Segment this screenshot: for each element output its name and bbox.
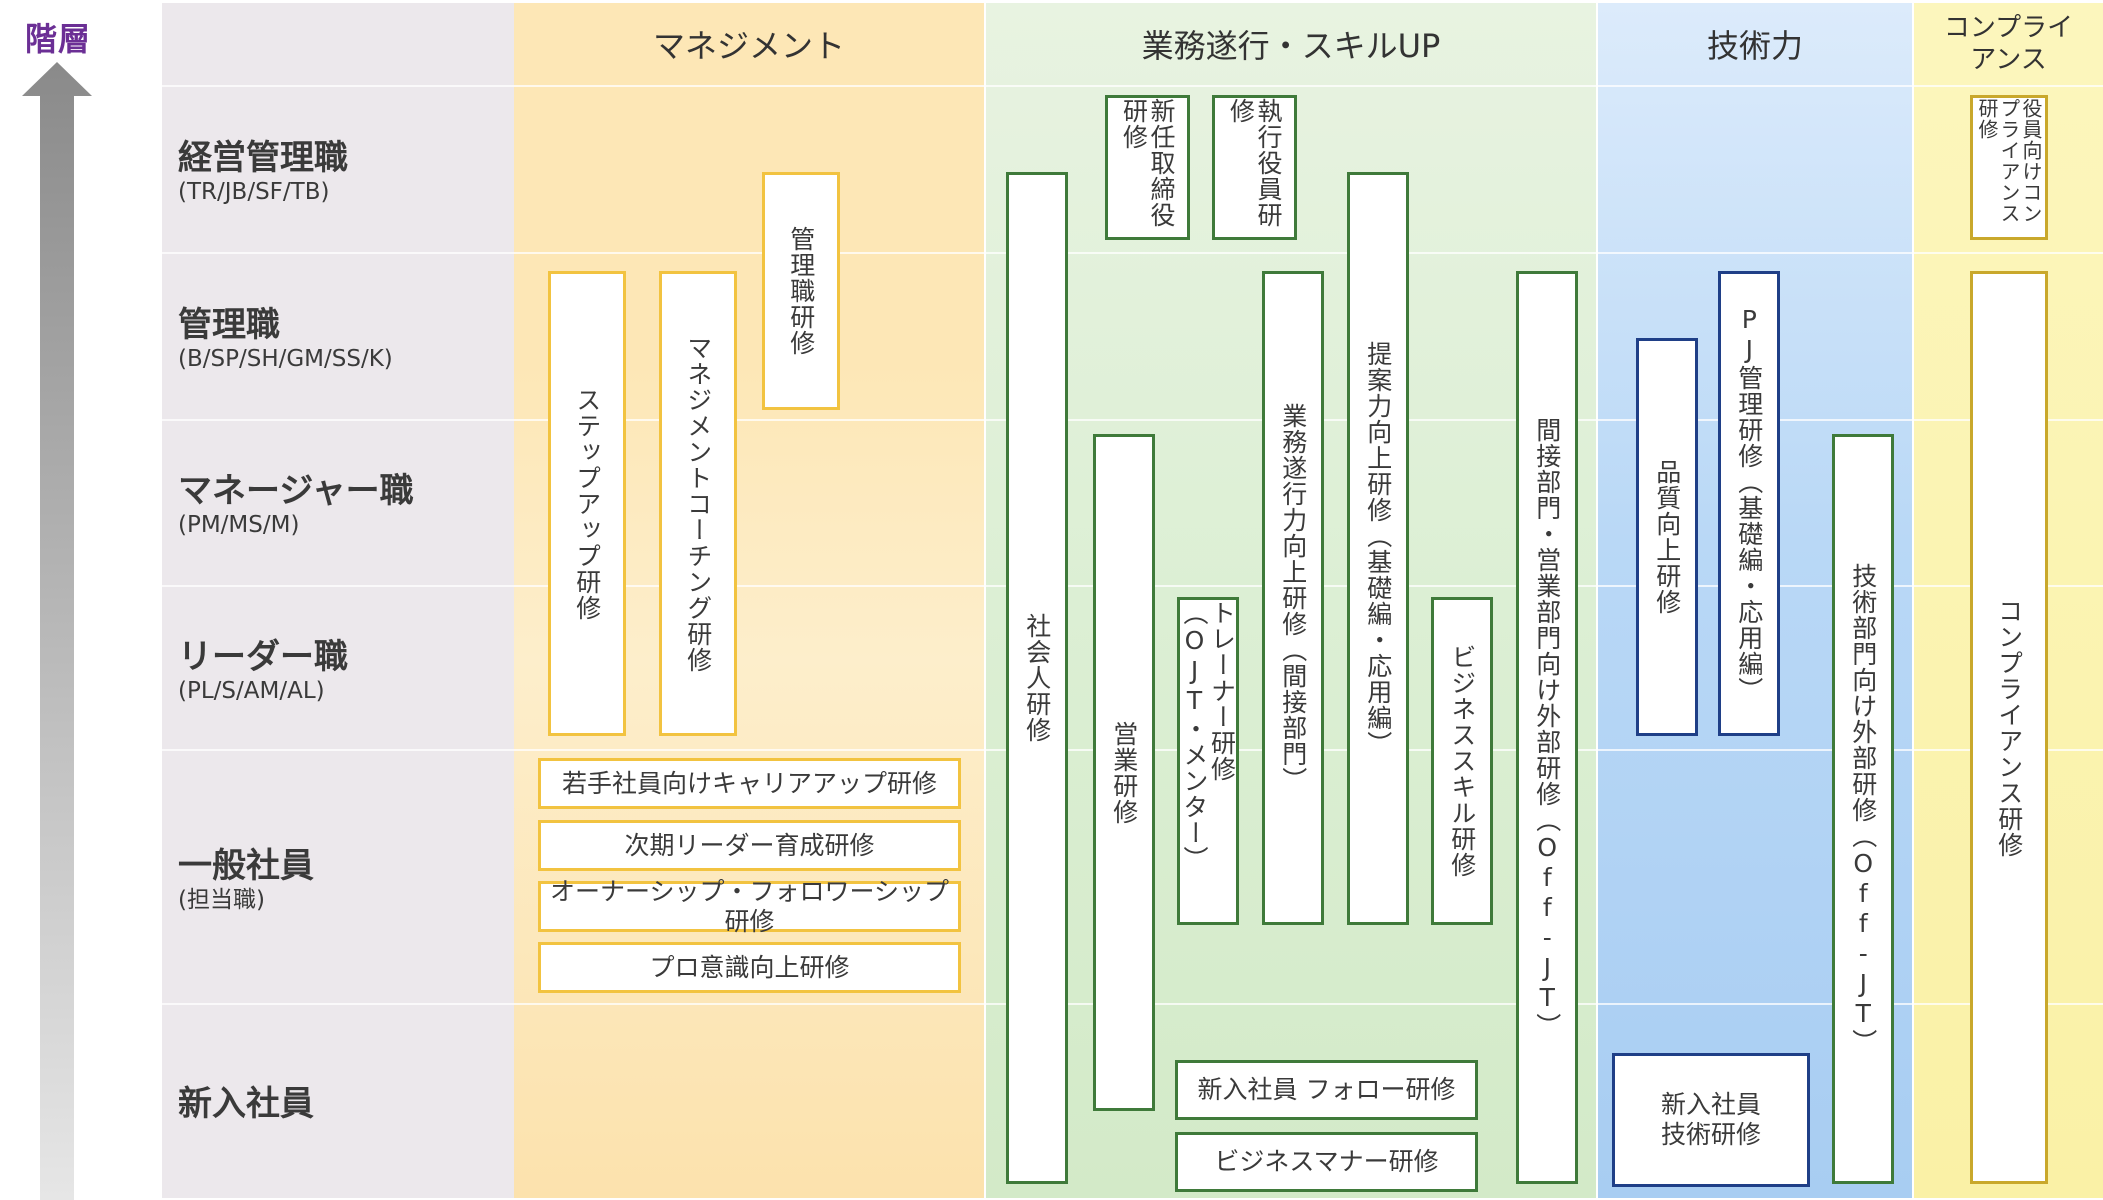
- training-label: 役員向けコンプライアンス研修: [1975, 98, 2043, 224]
- training-label: 若手社員向けキャリアアップ研修: [561, 768, 937, 798]
- training-label: 品質向上研修: [1652, 459, 1682, 615]
- training-box[interactable]: 若手社員向けキャリアアップ研修: [538, 758, 961, 809]
- training-label: 次期リーダー育成研修: [624, 830, 875, 860]
- level-manager: 管理職 (B/SP/SH/GM/SS/K): [178, 305, 393, 373]
- level-codes: (PL/S/AM/AL): [178, 678, 325, 704]
- level-name: マネージャー職: [178, 471, 414, 511]
- training-box[interactable]: 新任取締役研修: [1105, 95, 1190, 240]
- training-box[interactable]: PJ管理研修（基礎編・応用編）: [1718, 271, 1780, 736]
- training-box[interactable]: 執行役員研修: [1212, 95, 1297, 240]
- level-new-hire: 新入社員: [178, 1084, 314, 1124]
- training-box[interactable]: コンプライアンス研修: [1970, 271, 2048, 1184]
- training-label: ステップアップ研修: [572, 386, 602, 621]
- training-label: トレーナー研修（OJT・メンター）: [1180, 600, 1237, 872]
- training-box[interactable]: トレーナー研修（OJT・メンター）: [1177, 597, 1239, 925]
- training-box[interactable]: ステップアップ研修: [548, 271, 626, 736]
- level-executive: 経営管理職 (TR/JB/SF/TB): [178, 138, 348, 206]
- training-box[interactable]: 役員向けコンプライアンス研修: [1970, 95, 2048, 240]
- training-label: ビジネススキル研修: [1447, 644, 1477, 878]
- training-label: マネジメントコーチング研修: [683, 334, 713, 673]
- training-box[interactable]: 業務遂行力向上研修（間接部門）: [1262, 271, 1324, 925]
- training-box[interactable]: 品質向上研修: [1636, 338, 1698, 736]
- training-box[interactable]: 新入社員 技術研修: [1612, 1053, 1810, 1187]
- training-label: ビジネスマナー研修: [1214, 1147, 1439, 1176]
- header-compliance-line2: アンス: [1970, 45, 2047, 75]
- level-codes: (TR/JB/SF/TB): [178, 179, 330, 205]
- level-staff: 一般社員 (担当職): [178, 846, 314, 914]
- level-column: [162, 3, 514, 1198]
- training-label: PJ管理研修（基礎編・応用編）: [1734, 304, 1764, 703]
- row-divider: [162, 419, 2103, 421]
- training-box[interactable]: ビジネススキル研修: [1431, 597, 1493, 925]
- level-name: 経営管理職: [178, 138, 348, 178]
- row-divider: [162, 252, 2103, 254]
- training-label: 執行役員研修: [1226, 98, 1284, 228]
- training-label: プロ意識向上研修: [649, 952, 850, 982]
- training-box[interactable]: 営業研修: [1093, 434, 1155, 1111]
- training-label: 間接部門・営業部門向け外部研修（Off-JT）: [1532, 416, 1562, 1039]
- training-box[interactable]: 社会人研修: [1006, 172, 1068, 1184]
- training-label: 技術部門向け外部研修（Off-JT）: [1848, 563, 1878, 1055]
- training-label: オーナーシップ・フォロワーシップ研修: [549, 876, 949, 936]
- header-technical: 技術力: [1706, 27, 1803, 65]
- training-label: 社会人研修: [1022, 613, 1052, 743]
- training-box[interactable]: プロ意識向上研修: [538, 942, 961, 993]
- level-codes: (担当職): [178, 887, 265, 913]
- level-codes: (PM/MS/M): [178, 512, 300, 538]
- training-box[interactable]: 技術部門向け外部研修（Off-JT）: [1832, 434, 1894, 1184]
- level-leader: リーダー職 (PL/S/AM/AL): [178, 637, 348, 705]
- training-label: 提案力向上研修（基礎編・応用編）: [1363, 340, 1393, 757]
- training-label: 営業研修: [1109, 720, 1139, 825]
- level-name: 新入社員: [178, 1084, 314, 1124]
- training-box[interactable]: 新入社員 フォロー研修: [1175, 1060, 1478, 1120]
- training-box[interactable]: 管理職研修: [762, 172, 840, 410]
- training-label: 新任取締役研修: [1119, 98, 1177, 228]
- training-box[interactable]: 間接部門・営業部門向け外部研修（Off-JT）: [1516, 271, 1578, 1184]
- header-compliance: コンプライ アンス: [1914, 3, 2103, 85]
- training-label: 技術研修: [1660, 1120, 1761, 1149]
- level-codes: (B/SP/SH/GM/SS/K): [178, 346, 393, 372]
- axis-title: 階層: [24, 20, 91, 58]
- header-compliance-line1: コンプライ: [1943, 13, 2074, 43]
- level-name: 管理職: [178, 305, 280, 345]
- training-box[interactable]: マネジメントコーチング研修: [659, 271, 737, 736]
- training-label: 管理職研修: [786, 226, 816, 356]
- training-label: 業務遂行力向上研修（間接部門）: [1278, 403, 1308, 793]
- level-name: リーダー職: [178, 637, 348, 677]
- training-label: 新入社員: [1660, 1090, 1761, 1119]
- training-box[interactable]: 次期リーダー育成研修: [538, 820, 961, 871]
- header-skill: 業務遂行・スキルUP: [1141, 27, 1441, 65]
- level-project-manager: マネージャー職 (PM/MS/M): [178, 471, 414, 539]
- row-divider: [162, 85, 2103, 87]
- training-box[interactable]: オーナーシップ・フォロワーシップ研修: [538, 877, 961, 936]
- level-name: 一般社員: [178, 846, 314, 886]
- training-label: 新入社員 フォロー研修: [1197, 1075, 1456, 1104]
- header-management: マネジメント: [652, 27, 845, 65]
- training-label: コンプライアンス研修: [1994, 597, 2024, 858]
- hierarchy-arrow-icon: [22, 62, 92, 1200]
- training-box[interactable]: 提案力向上研修（基礎編・応用編）: [1347, 172, 1409, 925]
- training-box[interactable]: ビジネスマナー研修: [1175, 1132, 1478, 1192]
